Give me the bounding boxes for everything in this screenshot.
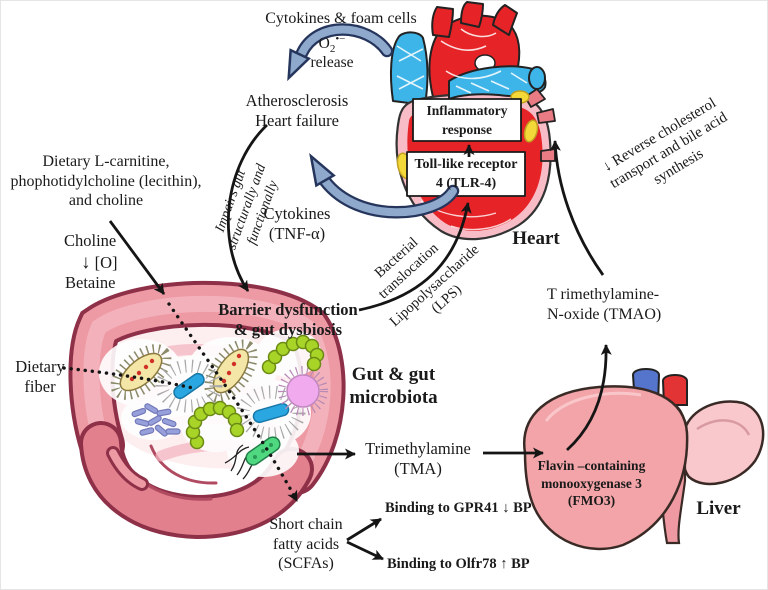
tlr4-box xyxy=(406,151,526,197)
betaine-label: Betaine xyxy=(65,273,116,292)
choline-to-gut-arrow xyxy=(108,220,166,295)
cytokines-arrow xyxy=(309,152,460,219)
inflammatory-response-box xyxy=(412,98,522,142)
gut-illustration xyxy=(68,280,346,540)
cytokines-tnf-label: Cytokines (TNF-α) xyxy=(263,204,331,244)
o2-release-label: O2•−release xyxy=(310,32,354,71)
liver-illustration xyxy=(522,368,765,551)
dietary-fiber-label: Dietary fiber xyxy=(15,357,65,397)
tmao-label: T rimethylamine- N-oxide (TMAO) xyxy=(547,286,662,323)
dietary-fiber-dotted-line xyxy=(62,366,195,390)
diagram-arrows xyxy=(62,23,612,561)
gut-microbiota-label: Gut & gut microbiota xyxy=(349,364,438,409)
o2-release-arrow xyxy=(287,23,394,82)
atherosclerosis-label: Atherosclerosis Heart failure xyxy=(245,91,349,131)
choline-oxidation-label: ↓ [O] xyxy=(81,252,118,273)
gut-to-scfa-dotted-arrow xyxy=(167,302,299,503)
tlr4-text: Toll-like receptor 4 (TLR-4) xyxy=(414,157,518,191)
impairs-gut-arrow xyxy=(226,123,268,292)
cytokines-foam-cells-label: Cytokines & foam cells xyxy=(265,10,417,27)
dietary-sources-label: Dietary L-carnitine, phophotidylcholine … xyxy=(10,153,202,210)
liver-label: Liver xyxy=(696,498,741,519)
scfa-olfr78-arrow xyxy=(346,540,384,561)
liver-red-vessel xyxy=(661,374,688,406)
gpr41-binding-label: Binding to GPR41 ↓ BP xyxy=(385,500,532,516)
heart-vena-cava xyxy=(389,31,429,106)
gut-microbes xyxy=(110,334,328,480)
inflammatory-response-text: Inflammatory response xyxy=(426,103,508,137)
tmao-to-heart-arrow xyxy=(549,140,605,276)
choline-label: Choline xyxy=(64,231,117,250)
fmo3-label: Flavin –containing monooxygenase 3 (FMO3… xyxy=(537,458,646,509)
liver-to-tmao-arrow xyxy=(566,344,612,452)
scfa-label: Short chain fatty acids (SCFAs) xyxy=(269,516,343,573)
olfr78-binding-label: Binding to Olfr78 ↑ BP xyxy=(387,556,530,572)
lps-to-tlr4-arrow xyxy=(358,202,472,312)
tma-label: Trimethylamine (TMA) xyxy=(365,439,471,479)
scfa-gpr41-arrow xyxy=(346,517,382,542)
heart-label: Heart xyxy=(512,228,560,249)
down-arrow-icon: ↓ xyxy=(81,252,91,273)
barrier-dysfunction-label: Barrier dysfunction & gut dysbiosis xyxy=(218,300,358,340)
